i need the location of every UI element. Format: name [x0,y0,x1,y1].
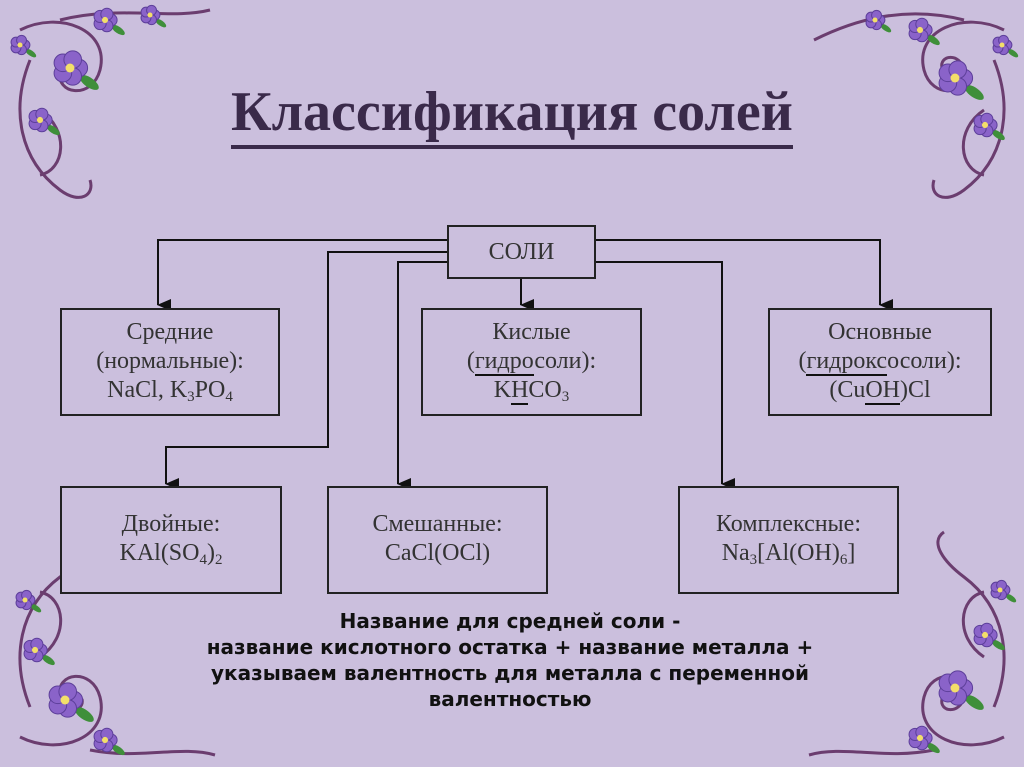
caption: Название для средней соли - название кис… [100,608,920,712]
caption-line-1: Название для средней соли - [339,609,681,633]
flower-icon [990,579,1017,603]
basic-label: Основные [828,319,932,345]
flower-icon [93,7,125,36]
double-formula: KAl(SO4)2 [119,540,223,568]
arrow-to-double [165,251,447,490]
corner-bottom-right [808,530,1006,757]
acidic-formula: KHCO3 [493,377,570,405]
arrow-to-complex [596,261,735,490]
flower-icon [15,589,42,613]
flower-icon [908,17,940,46]
flower-icon [10,34,37,58]
caption-line-3: указываем валентность для металла с пере… [211,661,809,685]
page-title: Классификация солей [0,80,1024,149]
basic-formula: (CuOH)Cl [829,377,931,405]
root-label: СОЛИ [488,239,555,265]
flower-icon [48,682,94,722]
node-double: Двойные: KAl(SO4)2 [60,486,282,594]
flower-icon [53,50,99,90]
flower-icon [28,107,60,136]
basic-sublabel: (гидроксосоли): [798,348,962,376]
flowers [10,4,1019,756]
medium-formula: NaCl, K3PO4 [107,377,233,405]
mixed-formula: CaCl(OCl) [384,540,491,566]
complex-formula: Na3[Al(OH)6] [721,540,856,568]
flower-icon [973,112,1005,141]
arrow-to-medium [157,239,447,311]
flower-icon [140,4,167,28]
medium-label: Средние [126,319,214,345]
acidic-label: Кислые [492,319,571,345]
node-mixed: Смешанные: CaCl(OCl) [327,486,548,594]
node-basic: Основные (гидроксосоли): (CuOH)Cl [768,308,992,416]
flower-icon [865,9,892,33]
acidic-sublabel: (гидросоли): [466,348,597,376]
mixed-label: Смешанные: [372,511,503,537]
node-acidic: Кислые (гидросоли): KHCO3 [421,308,642,416]
double-label: Двойные: [121,511,221,537]
node-medium: Средние (нормальные): NaCl, K3PO4 [60,308,280,416]
flower-icon [23,637,55,666]
flower-icon [938,60,984,100]
flower-icon [908,725,940,754]
flower-icon [938,670,984,710]
flower-icon [93,727,125,756]
complex-label: Комплексные: [715,511,862,537]
arrow-to-basic [596,239,893,311]
medium-sublabel: (нормальные): [96,348,244,374]
caption-line-4: валентностью [428,687,592,711]
flower-icon [973,622,1005,651]
arrow-to-mixed [397,261,447,490]
caption-line-2: название кислотного остатка + название м… [206,635,814,659]
flower-icon [992,34,1019,58]
node-complex: Комплексные: Na3[Al(OH)6] [678,486,899,594]
root-node: СОЛИ [447,225,596,279]
